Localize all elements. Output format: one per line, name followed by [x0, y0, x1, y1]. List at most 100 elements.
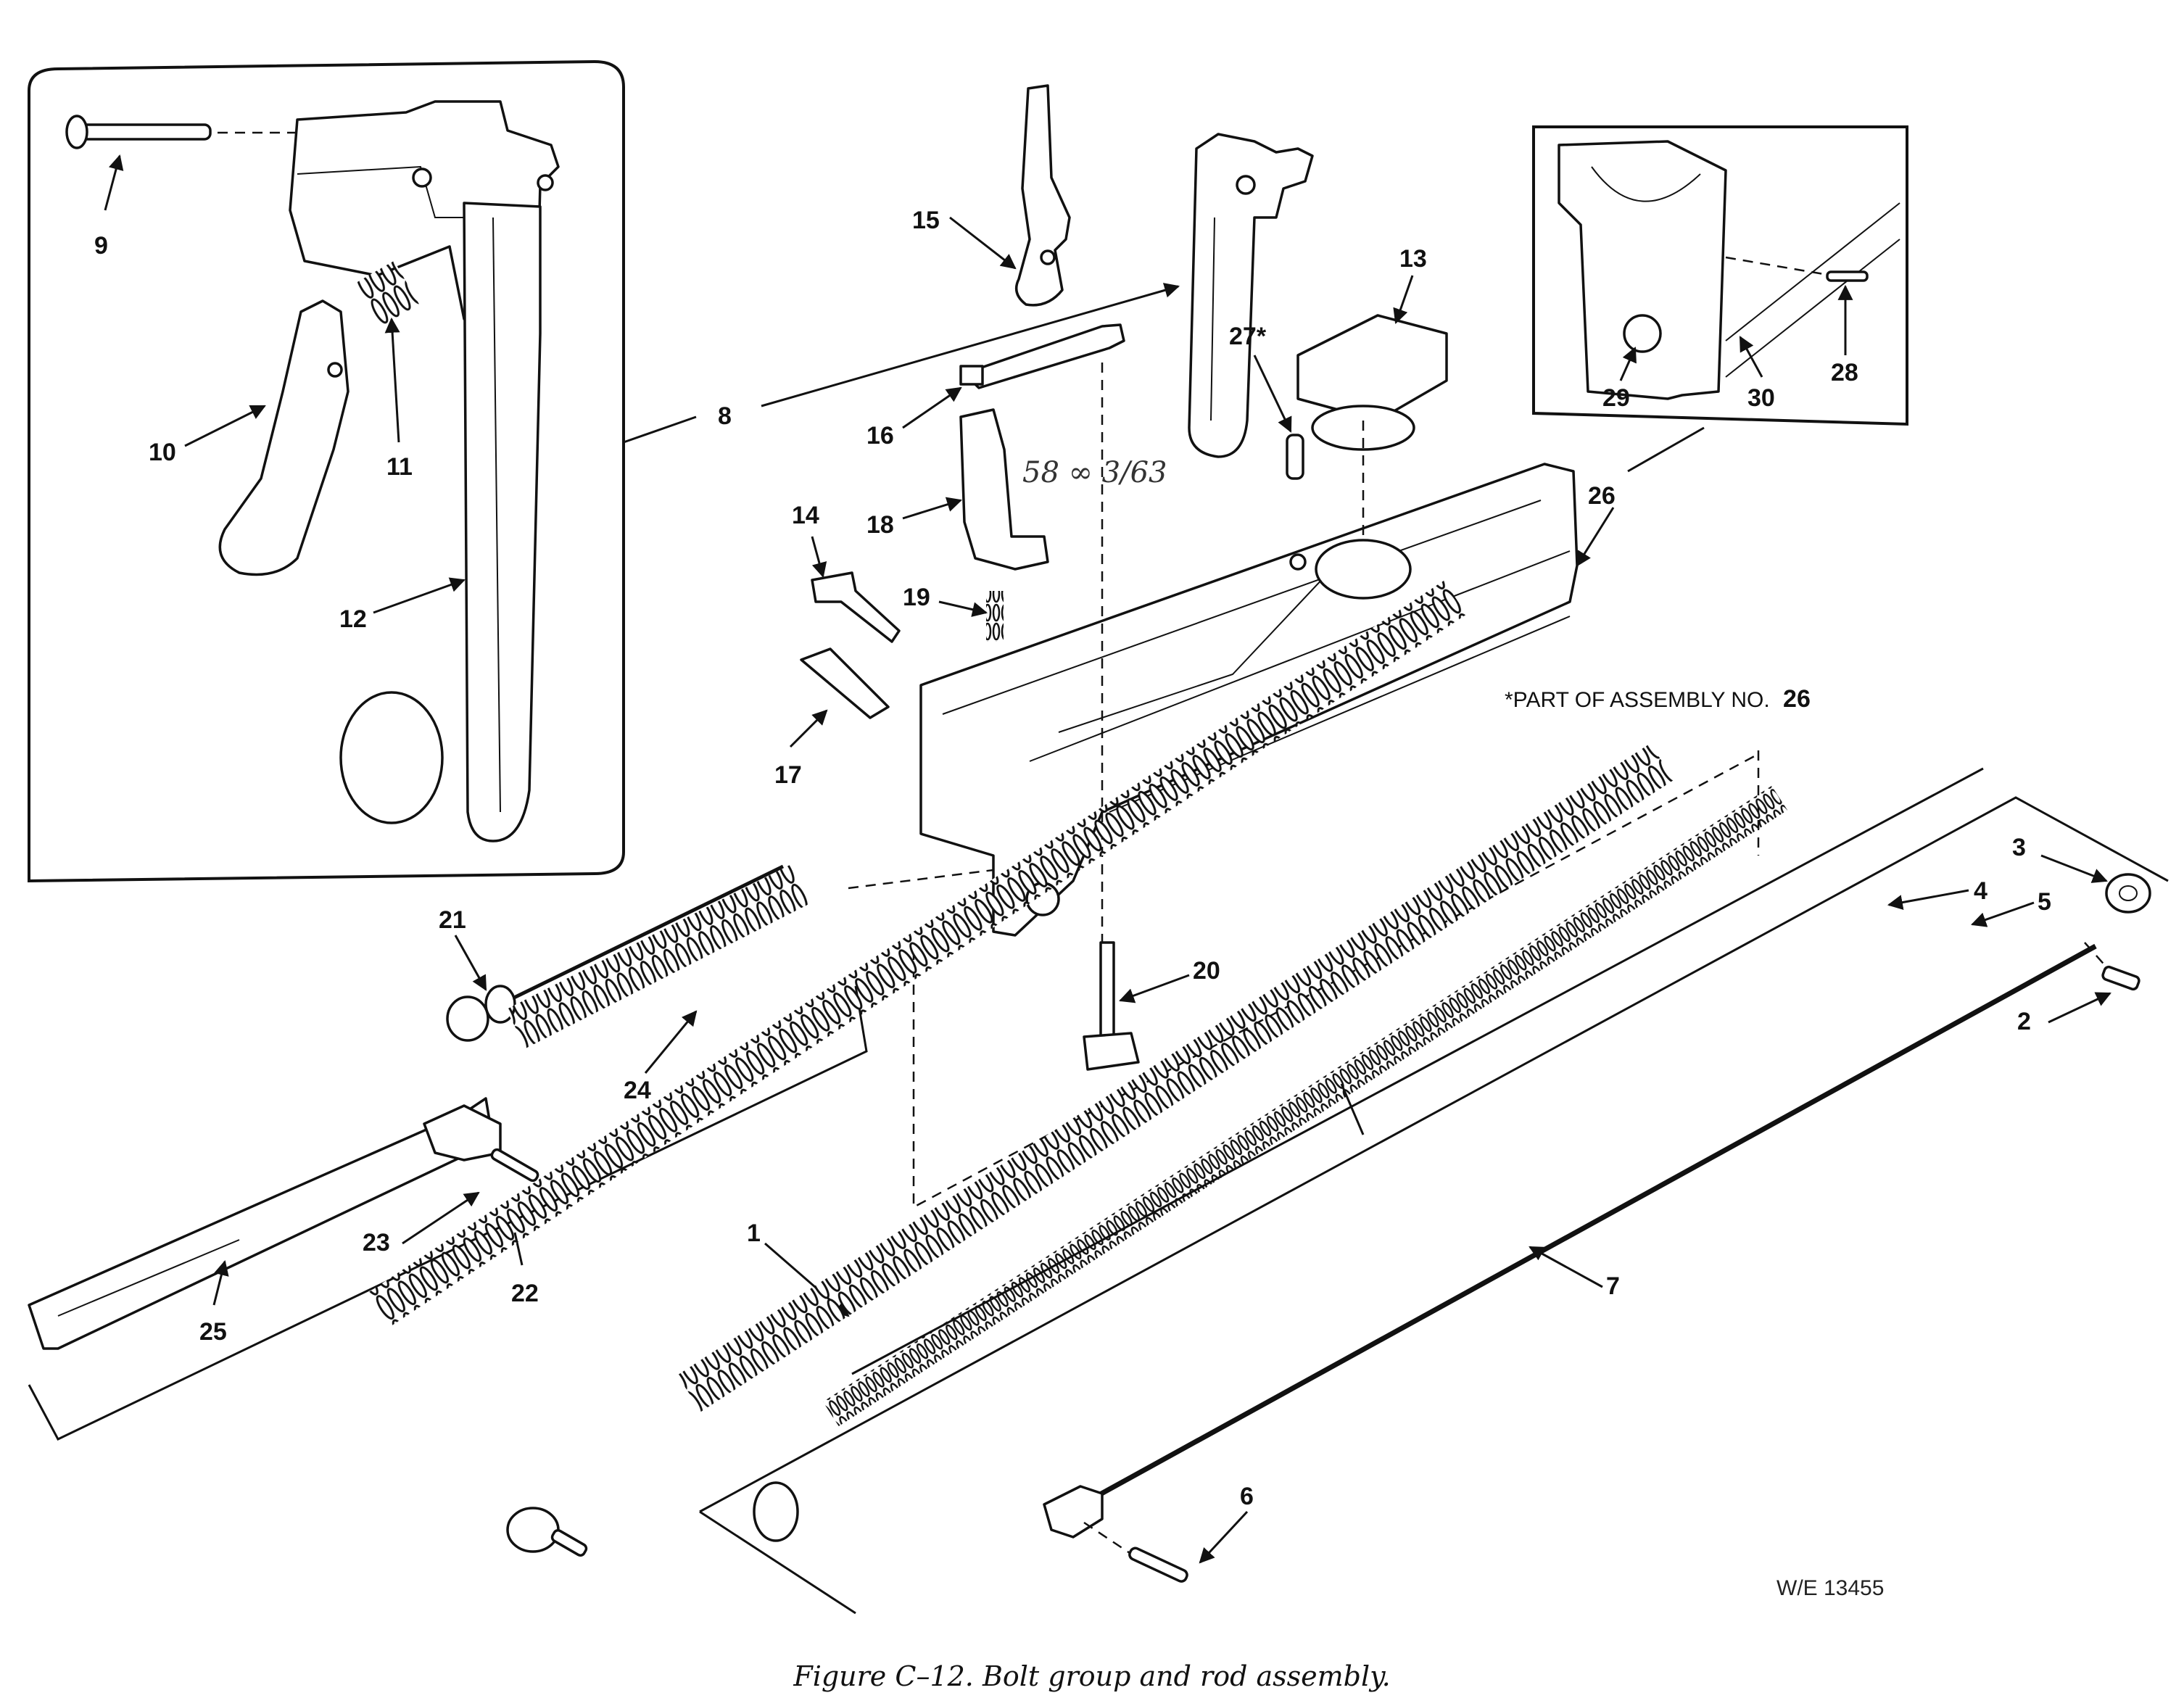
pin-23: [490, 1148, 539, 1183]
callout-27: 27*: [1229, 323, 1267, 350]
parts-16-18: [902, 323, 1125, 642]
callout-7: 7: [1606, 1272, 1620, 1300]
charging-handle-pin: [1236, 175, 1256, 195]
callout-8: 8: [718, 402, 732, 430]
pin-28: [1826, 270, 1869, 282]
inset-bolt-hole: [1623, 314, 1662, 353]
handle-head-hole-2: [537, 174, 554, 191]
firing-rod-group: [28, 864, 868, 1441]
part-20: [1083, 941, 1190, 1071]
callout-3: 3: [2012, 834, 2026, 861]
footnote-prefix: *PART OF ASSEMBLY NO.: [1505, 688, 1770, 712]
plunger-14: [811, 571, 901, 643]
spring-1-end: [506, 1507, 560, 1553]
leader-20: [1119, 974, 1190, 1003]
charging-handle: [1188, 133, 1314, 458]
callout-17: 17: [774, 761, 802, 789]
callout-13: 13: [1399, 245, 1427, 273]
inset-bolt-block: [1558, 140, 1727, 400]
pin-27: [1286, 434, 1304, 480]
leader-26: [1576, 507, 1615, 567]
handle-12-slot: [492, 217, 501, 813]
pin-6: [1128, 1546, 1188, 1583]
cap-13: [1296, 314, 1448, 422]
bolt-body-rail: [1029, 550, 1571, 762]
leader-5: [1971, 901, 2035, 927]
lever-10-hole: [327, 362, 343, 378]
tube-25: [28, 1097, 495, 1350]
figure-caption: Figure C–12. Bolt group and rod assembly…: [793, 1660, 1391, 1692]
leader-14: [811, 536, 827, 579]
inset-handle-group: [28, 59, 1180, 883]
firing-pin-18: [959, 408, 1049, 571]
callout-4: 4: [1974, 877, 1987, 905]
leader-25: [212, 1259, 229, 1306]
callout-1: 1: [747, 1220, 761, 1247]
cover-17: [800, 647, 890, 719]
spring-19: [986, 591, 1004, 642]
spring-1: [368, 580, 1467, 1327]
bolt-body-hole-small: [1289, 553, 1307, 571]
callout-29: 29: [1602, 384, 1630, 412]
callout-11: 11: [386, 453, 413, 481]
callout-15: 15: [912, 207, 940, 234]
callout-22: 22: [511, 1280, 539, 1307]
leader-27: [1253, 355, 1292, 433]
part-27: [1253, 355, 1304, 480]
bracket-springs-top: [851, 767, 1984, 1375]
ejector-15-hole: [1040, 249, 1056, 265]
handle-head-hole: [412, 167, 432, 188]
leader-24: [644, 1010, 698, 1074]
callout-24: 24: [624, 1077, 651, 1104]
charging-handle-slot: [1210, 217, 1215, 421]
leader-29: [1619, 347, 1637, 381]
part-15: [949, 84, 1071, 307]
inset-frame-left: [28, 59, 625, 883]
leader-7: [1529, 1246, 1603, 1288]
part-13: [1296, 275, 1448, 451]
handle-head-detail: [297, 165, 464, 218]
callout-19: 19: [903, 584, 930, 611]
bracket-springs: [699, 796, 2169, 1615]
leader-11: [384, 317, 400, 443]
leader-3: [2040, 854, 2108, 883]
spring-5: [822, 785, 1788, 1427]
bolt-body-top-groove: [942, 500, 1542, 715]
leader-16: [902, 386, 962, 429]
nut-3: [2105, 873, 2151, 914]
part-17: [789, 647, 890, 748]
callout-labels: 1 2 3 4 5 6 7 8 9 10 11 12 13 14 15 16 1…: [94, 207, 2051, 1510]
nut-3-hole: [2119, 885, 2138, 901]
rod-21-collar: [484, 985, 516, 1024]
leader-4: [1887, 889, 1969, 910]
pin-9-head: [65, 115, 88, 149]
callout-14: 14: [792, 502, 819, 529]
leader-19: [938, 600, 988, 617]
callout-30: 30: [1747, 384, 1775, 412]
leader-13: [1393, 275, 1414, 324]
leader-8-right: [761, 283, 1180, 407]
screw-2: [2101, 965, 2140, 991]
rod-7-head: [1043, 1485, 1104, 1539]
rod-21-head: [446, 995, 489, 1042]
ejector-15: [1014, 84, 1071, 307]
leader-10: [184, 405, 266, 447]
callout-25: 25: [199, 1318, 227, 1346]
spring-24: [506, 864, 811, 1048]
inset-right: [1532, 125, 1908, 426]
leader-6: [1199, 1510, 1249, 1564]
bolt-assembly-line-5: [848, 869, 994, 890]
extractor-16-tip: [959, 365, 984, 386]
spring-4-end: [753, 1481, 799, 1542]
handwritten-note: 58 ∞ 3/63: [1022, 456, 1167, 489]
callout-2: 2: [2017, 1008, 2031, 1035]
callout-9: 9: [94, 232, 108, 260]
leader-15: [949, 216, 1017, 270]
callout-18: 18: [866, 511, 894, 539]
callout-20: 20: [1193, 957, 1220, 985]
spring-4: [677, 743, 1674, 1412]
extractor-16: [963, 323, 1125, 389]
leader-8-left: [623, 415, 697, 444]
charging-handle-assembly: [1188, 133, 1314, 458]
